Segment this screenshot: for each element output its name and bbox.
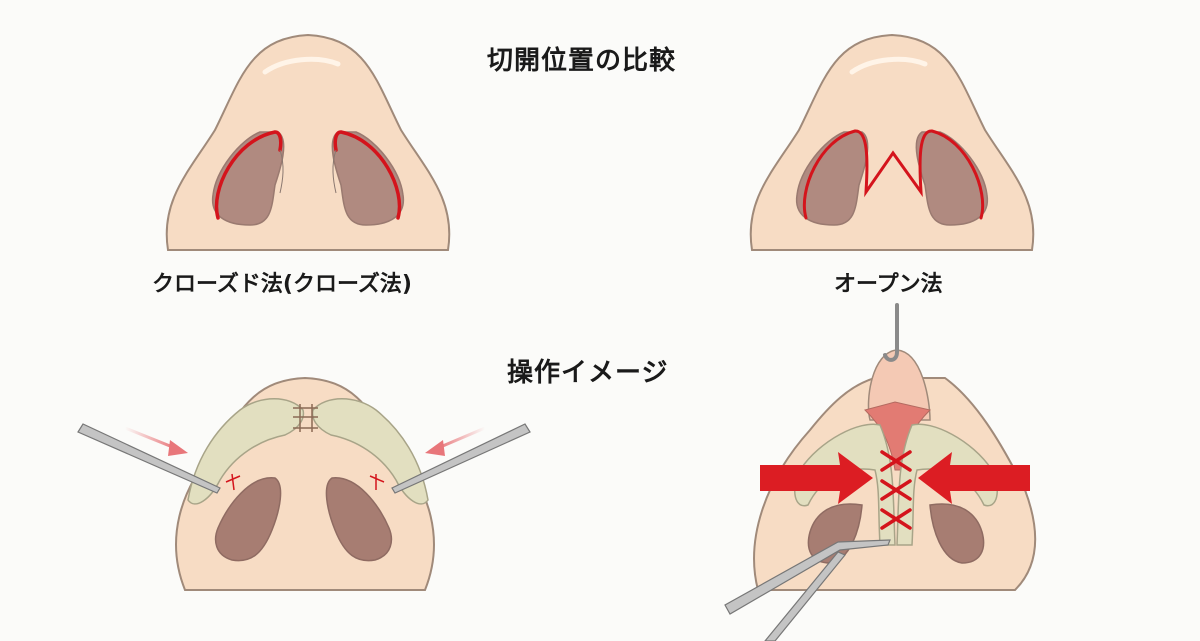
closed-operation-nose bbox=[77, 376, 531, 591]
open-operation-nose bbox=[724, 303, 1037, 641]
open-incision-nose bbox=[749, 33, 1035, 251]
incision-comparison-title: 切開位置の比較 bbox=[487, 46, 677, 76]
operation-image-title: 操作イメージ bbox=[507, 358, 669, 388]
closed-method-label: クローズド法(クローズ法) bbox=[152, 272, 412, 297]
open-method-label: オープン法 bbox=[834, 272, 943, 297]
closed-incision-nose bbox=[165, 33, 451, 251]
